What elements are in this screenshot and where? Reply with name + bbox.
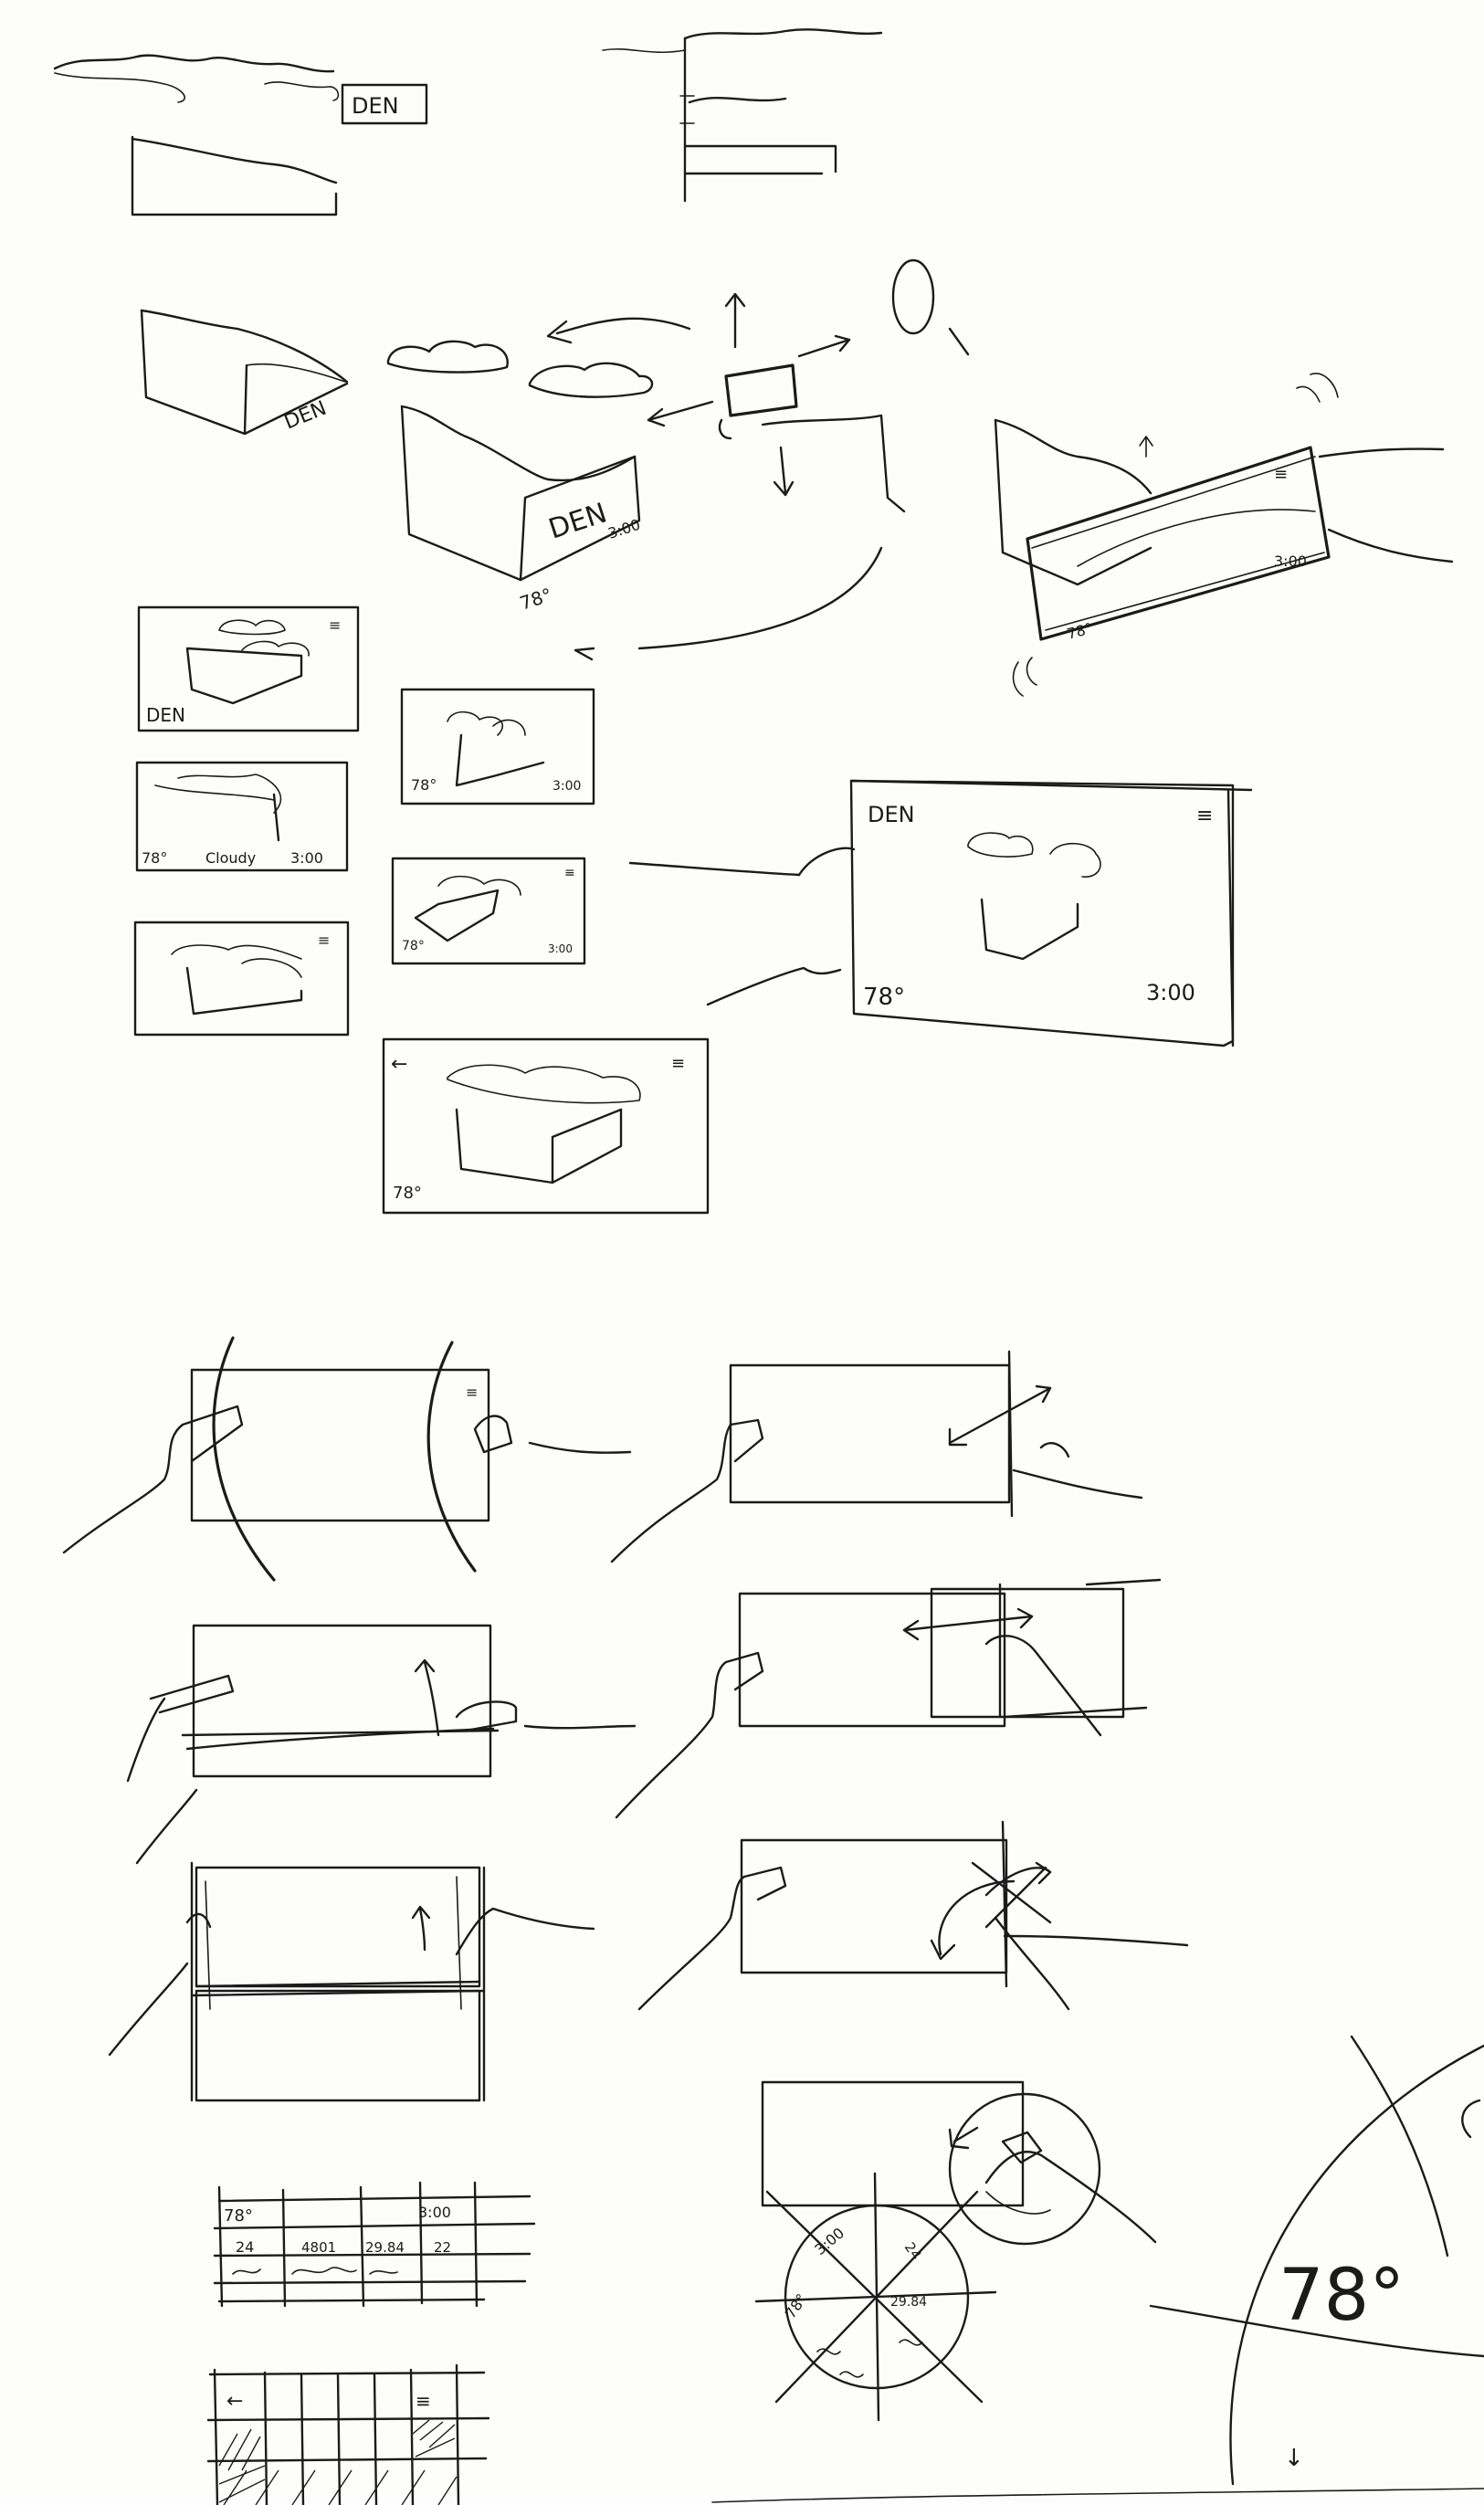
sketch-phone-ar-overlay: ≡ 3:00 78° [995, 374, 1452, 696]
large-screen-temp: 78° [863, 984, 905, 1011]
table-cell-r1c1: 78° [224, 2206, 253, 2226]
sketch-iso-block-large: DEN 78° 3:00 [402, 406, 642, 615]
screen2-time: 3:00 [290, 849, 323, 867]
grid-back-icon: ← [226, 2390, 243, 2413]
screen3-menu-icon: ≡ [318, 931, 330, 949]
city-label-large: DEN [545, 497, 611, 545]
table-cell-r2c3: 29.84 [365, 2239, 405, 2256]
screen1-menu-icon: ≡ [329, 616, 341, 634]
large-screen-time: 3:00 [1146, 980, 1195, 1005]
time-label-ar: 3:00 [1274, 553, 1307, 570]
dial-label-24: 24 [901, 2239, 925, 2263]
sketch-gesture-1: ≡ [64, 1338, 630, 1580]
table-cell-r2c2: 4801 [301, 2239, 336, 2256]
sketch-data-table: 78° 3:00 24 4801 29.84 22 [215, 2183, 534, 2306]
temp-label-iso: 78° [517, 584, 554, 615]
screen5-menu-icon: ≡ [564, 866, 575, 880]
sketch-gesture-2 [612, 1352, 1142, 1562]
city-label: DEN [352, 93, 399, 119]
corner-dial-down-icon: ↓ [1284, 2445, 1304, 2472]
large-screen-menu-icon: ≡ [1196, 805, 1213, 827]
screen6-temp: 78° [393, 1184, 422, 1203]
sketch-radial-dial: 3:00 24 29.84 78° [756, 2173, 995, 2420]
dial-label-pressure: 29.84 [890, 2295, 927, 2310]
screen5-time: 3:00 [548, 942, 573, 955]
sketch-grid-table: ← ≡ [208, 2365, 489, 2505]
sketch-screen-2: 78° Cloudy 3:00 [137, 763, 347, 870]
screen2-temp: 78° [142, 849, 167, 867]
sketch-top-right-timeline [603, 29, 881, 201]
gesture1-menu-icon: ≡ [466, 1384, 478, 1401]
sketch-gesture-7 [763, 2082, 1155, 2244]
sketch-gesture-4 [616, 1580, 1160, 1817]
screen4-temp: 78° [411, 776, 437, 794]
large-screen-city: DEN [868, 802, 915, 827]
sketch-screen-5: ≡ 78° 3:00 [393, 858, 584, 963]
sketch-screen-1: DEN ≡ [139, 607, 358, 731]
sketch-gesture-6 [639, 1822, 1187, 2009]
grid-menu-icon: ≡ [416, 2390, 431, 2412]
sketch-gesture-5 [110, 1863, 594, 2100]
screen6-back-icon: ← [391, 1053, 407, 1076]
time-label-iso: 3:00 [605, 516, 642, 542]
page-edge-line [712, 2489, 1484, 2502]
table-cell-r2c1: 24 [236, 2238, 254, 2256]
sketch-screen-3: ≡ [135, 922, 348, 1035]
table-cell-r1c4: 3:00 [418, 2204, 451, 2221]
screen5-temp: 78° [402, 939, 425, 953]
menu-icon-ar: ≡ [1274, 465, 1288, 484]
sketch-top-left-landscape: DEN [55, 56, 426, 215]
screen4-time: 3:00 [553, 779, 581, 794]
table-cell-r2c4: 22 [434, 2239, 451, 2256]
city-label-small: DEN [281, 397, 330, 435]
sketch-corner-dial: 78° ↓ [1151, 2037, 1484, 2484]
sketch-iso-block-small: DEN [142, 310, 347, 435]
sketch-gesture-3 [128, 1626, 635, 1863]
screen2-condition: Cloudy [205, 849, 256, 867]
sketch-clouds-floating [388, 319, 689, 397]
screen1-city: DEN [146, 704, 185, 726]
sketch-screen-6: ← ≡ 78° [384, 1039, 708, 1213]
sketch-screen-large: DEN ≡ 78° 3:00 [630, 781, 1251, 1046]
sketch-screen-4: 78° 3:00 [402, 689, 594, 804]
screen6-menu-icon: ≡ [671, 1054, 685, 1073]
corner-dial-temp: 78° [1279, 2255, 1405, 2337]
